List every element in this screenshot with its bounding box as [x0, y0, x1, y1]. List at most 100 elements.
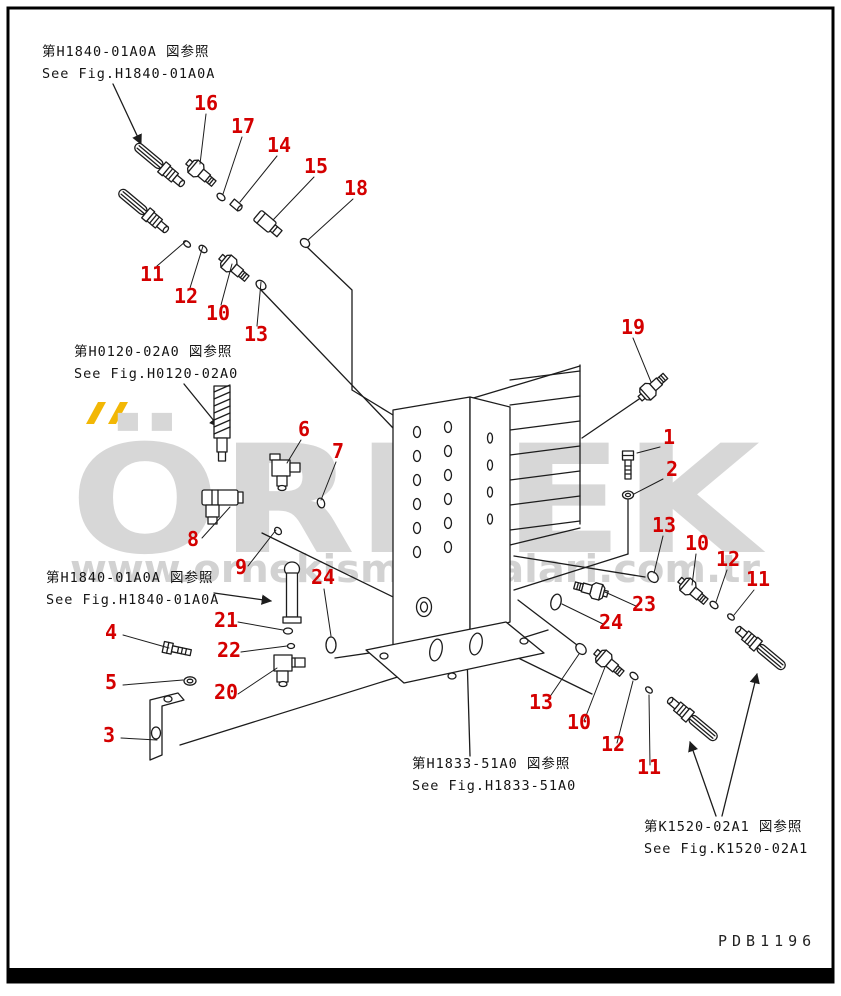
ref-note-jp: 第H1840-01A0A 図参照	[46, 569, 214, 586]
o-ring-part-9	[273, 526, 283, 536]
part-label-13b: 13	[529, 690, 553, 714]
elbow-part-8	[201, 489, 244, 525]
port-hole	[486, 459, 494, 471]
part-label-1: 1	[663, 425, 675, 449]
flange-bolt-hole	[519, 637, 529, 645]
part-label-13r: 13	[652, 513, 676, 537]
part-label-4: 4	[105, 620, 117, 644]
port-hole	[443, 492, 453, 506]
part-label-23: 23	[632, 592, 656, 616]
nipple-part-14	[229, 198, 243, 212]
valve-block-side-face	[469, 396, 511, 637]
hose-fitting	[130, 139, 189, 191]
hose-fitting	[731, 622, 790, 674]
reference-arrows	[112, 83, 760, 817]
part-label-11b: 11	[637, 755, 661, 779]
part-label-12r: 12	[716, 547, 740, 571]
watermark-accent-icon	[86, 402, 106, 424]
o-ring-part-17	[216, 192, 226, 202]
ref-note-jp: 第K1520-02A1 図参照	[644, 818, 802, 835]
part-label-5: 5	[105, 670, 117, 694]
valve-block	[365, 364, 581, 684]
port-hole	[486, 513, 494, 525]
part-label-24b: 24	[599, 610, 623, 634]
page-border	[6, 6, 835, 984]
bracket-part-3	[149, 692, 185, 761]
ref-note-en: See Fig.H1833-51A0	[412, 778, 576, 794]
part-label-13a: 13	[244, 322, 268, 346]
port-hole	[443, 468, 453, 482]
o-ring-part-11b	[645, 686, 653, 694]
doc-code: PDB1196	[718, 932, 816, 950]
leader-lines	[120, 113, 755, 766]
plug-part-15	[253, 210, 283, 238]
hose-fitting	[663, 693, 722, 745]
o-ring-part-12	[198, 244, 208, 254]
port-hole	[443, 420, 453, 434]
part-number-labels: 16 17 14 15 18 11 12 10 13 19 6 7 1 2 8 …	[103, 91, 770, 779]
valve-block-front-face	[392, 396, 471, 652]
part-label-8: 8	[187, 527, 199, 551]
ref-note-jp: 第H1833-51A0 図参照	[412, 755, 570, 772]
part-label-7: 7	[332, 439, 344, 463]
part-label-10r: 10	[685, 531, 709, 555]
ref-note-en: See Fig.K1520-02A1	[644, 841, 808, 857]
fitting-part-10	[214, 249, 253, 286]
port-hole	[443, 540, 453, 554]
part-label-17: 17	[231, 114, 255, 138]
flange-bolt-hole	[379, 652, 389, 660]
part-label-2: 2	[666, 457, 678, 481]
port-hole	[412, 449, 422, 463]
part-label-11r: 11	[746, 567, 770, 591]
elbow-part-6	[269, 453, 301, 492]
part-label-18: 18	[344, 176, 368, 200]
part-label-6: 6	[298, 417, 310, 441]
part-label-9: 9	[235, 555, 247, 579]
tall-plug	[282, 561, 302, 624]
part-label-19: 19	[621, 315, 645, 339]
ref-note-jp: 第H1840-01A0A 図参照	[42, 43, 210, 60]
part-label-11a: 11	[140, 262, 164, 286]
watermark-accent-icon	[108, 402, 128, 424]
washer-part-5-inner	[186, 678, 194, 684]
port-hole	[443, 516, 453, 530]
port-hole	[412, 545, 422, 559]
part-label-14: 14	[267, 133, 291, 157]
construction-lines	[179, 246, 646, 746]
port-hole	[412, 473, 422, 487]
hose-fitting	[114, 185, 173, 237]
o-ring-part-11r	[727, 613, 735, 621]
front-port	[415, 596, 433, 618]
washer-part-2	[621, 490, 635, 500]
part-label-10b: 10	[567, 710, 591, 734]
part-label-21: 21	[214, 608, 238, 632]
port-hole	[412, 425, 422, 439]
reference-notes: 第H1840-01A0A 図参照 See Fig.H1840-01A0A 第H0…	[42, 43, 808, 857]
part-label-20: 20	[214, 680, 238, 704]
part-label-16: 16	[194, 91, 218, 115]
o-ring-part-13b	[575, 642, 587, 656]
ref-note-en: See Fig.H0120-02A0	[74, 366, 238, 382]
o-ring-part-13r	[647, 570, 659, 584]
o-ring-part-12b	[629, 671, 639, 681]
part-label-12a: 12	[174, 284, 198, 308]
flange-slot	[429, 638, 443, 662]
o-ring-part-7	[316, 497, 326, 509]
part-label-10a: 10	[206, 301, 230, 325]
o-ring-part-12r	[709, 600, 719, 610]
flange-bolt-hole	[447, 672, 457, 680]
fitting-part-19	[634, 369, 672, 406]
port-hole	[486, 486, 494, 498]
parts-drawing	[112, 83, 790, 817]
port-hole	[412, 521, 422, 535]
mounting-flange	[365, 621, 545, 684]
ring-part-21	[282, 627, 294, 635]
washer-part-5	[183, 676, 197, 686]
port-hole	[486, 432, 494, 444]
port-hole	[443, 444, 453, 458]
washer-part-2-inner	[624, 492, 632, 498]
part-label-22: 22	[217, 638, 241, 662]
fitting-part-10b	[589, 644, 628, 681]
